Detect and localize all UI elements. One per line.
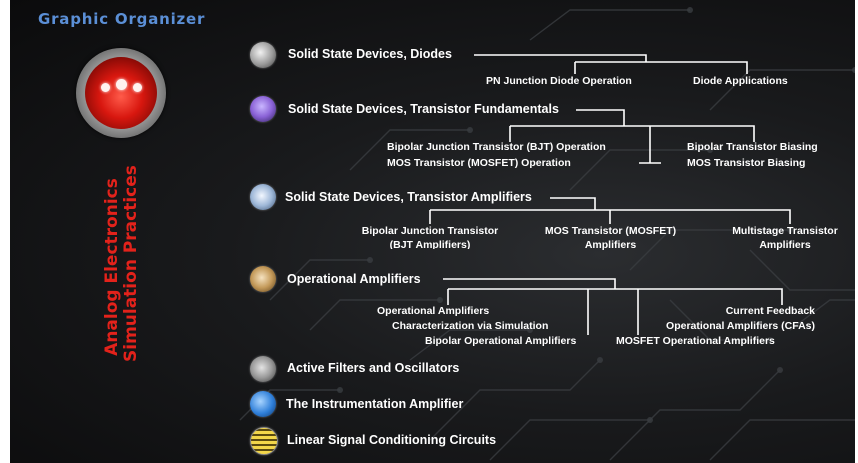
dark-panel: Graphic Organizer Analog Electronics Sim… — [10, 0, 855, 463]
topic-diodes: Solid State Devices, Diodes — [288, 47, 452, 61]
filter-icon — [250, 356, 276, 382]
topic-active-filters: Active Filters and Oscillators — [287, 361, 460, 375]
subtopic-mosfet-op-amps: MOSFET Operational Amplifiers — [616, 335, 775, 347]
subtopic-bjt-amplifiers-line1: Bipolar Junction Transistor — [361, 225, 499, 237]
subtopic-current-feedback: Current Feedback — [725, 305, 815, 317]
op-amp-icon — [250, 266, 276, 292]
red-eye-logo — [76, 48, 166, 138]
subtopic-bjt-amplifiers-line2-wrap: (BJT Amplifiers) — [335, 238, 525, 249]
subtopic-op-amps: Operational Amplifiers — [377, 305, 490, 317]
subtopic-multistage-amplifiers: Multistage Transistor Amplifiers — [720, 224, 850, 252]
topic-signal-conditioning: Linear Signal Conditioning Circuits — [287, 433, 497, 447]
subtopic-mosfet-amplifiers-line2: Amplifiers — [584, 239, 637, 251]
subtopic-pn-junction: PN Junction Diode Operation — [486, 75, 632, 87]
diode-icon — [250, 42, 276, 68]
header-title: Graphic Organizer — [38, 10, 206, 28]
subtopic-bjt-amplifiers: Bipolar Junction Transistor (BJT Amplifi… — [335, 224, 525, 249]
subtopic-bjt-operation: Bipolar Junction Transistor (BJT) Operat… — [387, 141, 606, 153]
subtopic-cfas: Operational Amplifiers (CFAs) — [666, 320, 815, 332]
connector-lines — [429, 54, 791, 335]
topic-transistor-fundamentals: Solid State Devices, Transistor Fundamen… — [288, 102, 559, 116]
circuit-board-background — [239, 7, 855, 461]
topic-instrumentation-amplifier: The Instrumentation Amplifier — [286, 397, 464, 411]
subtopic-bjt-biasing: Bipolar Transistor Biasing — [687, 141, 818, 153]
topic-transistor-amplifiers: Solid State Devices, Transistor Amplifie… — [285, 190, 532, 204]
subtopic-bipolar-op-amps: Bipolar Operational Amplifiers — [425, 335, 577, 347]
subtopic-mosfet-operation: MOS Transistor (MOSFET) Operation — [387, 157, 571, 169]
subtopic-bjt-amplifiers-line2: (BJT Amplifiers) — [389, 239, 471, 249]
subtopic-multistage-amplifiers-line2: Amplifiers — [759, 239, 811, 251]
signal-conditioning-icon — [250, 427, 278, 455]
topic-operational-amplifiers: Operational Amplifiers — [287, 272, 421, 286]
subtopic-mosfet-amplifiers-line1: MOS Transistor (MOSFET) — [544, 225, 677, 237]
instrumentation-amplifier-icon — [250, 391, 276, 417]
transistor-icon — [250, 96, 276, 122]
subtopic-mos-biasing: MOS Transistor Biasing — [687, 157, 806, 169]
subtopic-characterization: Characterization via Simulation — [392, 320, 549, 332]
amplifier-icon — [250, 184, 276, 210]
subtopic-diode-applications: Diode Applications — [693, 75, 788, 87]
subtopic-multistage-amplifiers-line1: Multistage Transistor — [732, 225, 838, 237]
subtopic-mosfet-amplifiers: MOS Transistor (MOSFET) Amplifiers — [528, 224, 693, 252]
